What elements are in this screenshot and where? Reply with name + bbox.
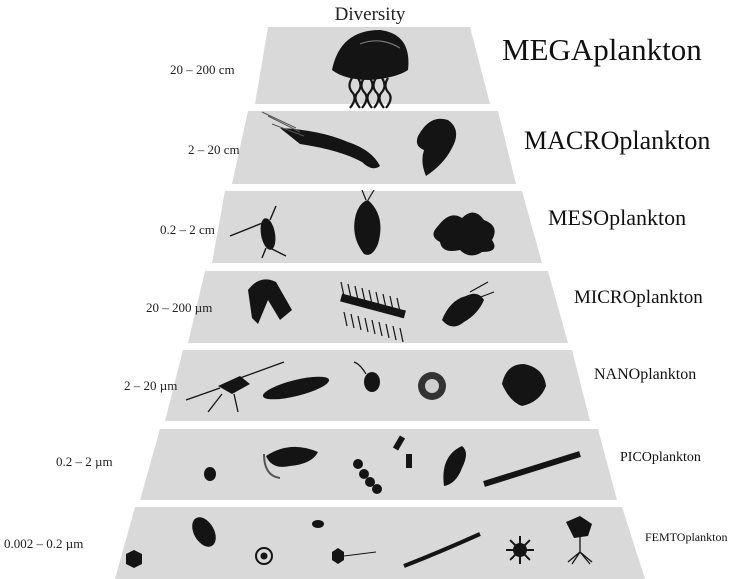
size-range-label: 0.002 – 0.2 µm — [4, 536, 83, 552]
plankton-class-label: MEGAplankton — [502, 32, 702, 68]
plankton-class-label: MACROplankton — [524, 126, 710, 156]
tier-megaplankton — [255, 27, 490, 108]
tier-mesoplankton — [212, 190, 542, 263]
coccolith-icon — [418, 372, 446, 400]
size-range-label: 20 – 200 cm — [170, 62, 235, 78]
tier-nanoplankton — [165, 350, 590, 421]
tier-femtoplankton — [115, 507, 645, 579]
cocci-icon — [204, 467, 216, 481]
size-range-label: 20 – 200 µm — [146, 300, 212, 316]
size-range-label: 0.2 – 2 µm — [56, 454, 113, 470]
tier-picoplankton — [140, 429, 617, 500]
tier-band — [232, 111, 516, 184]
tier-macroplankton — [232, 111, 516, 184]
size-range-label: 0.2 – 2 cm — [160, 222, 215, 238]
spiky-virus-icon — [506, 536, 534, 564]
size-range-label: 2 – 20 cm — [188, 142, 240, 158]
tier-band — [115, 507, 645, 579]
tier-microplankton — [188, 271, 568, 343]
size-range-label: 2 – 20 µm — [124, 378, 177, 394]
small-capsule-icon — [312, 520, 324, 528]
plankton-class-label: PICOplankton — [620, 450, 701, 466]
plankton-class-label: NANOplankton — [594, 366, 696, 384]
plankton-class-label: MICROplankton — [574, 287, 703, 309]
plankton-class-label: MESOplankton — [548, 205, 686, 231]
plankton-class-label: FEMTOplankton — [645, 530, 727, 545]
